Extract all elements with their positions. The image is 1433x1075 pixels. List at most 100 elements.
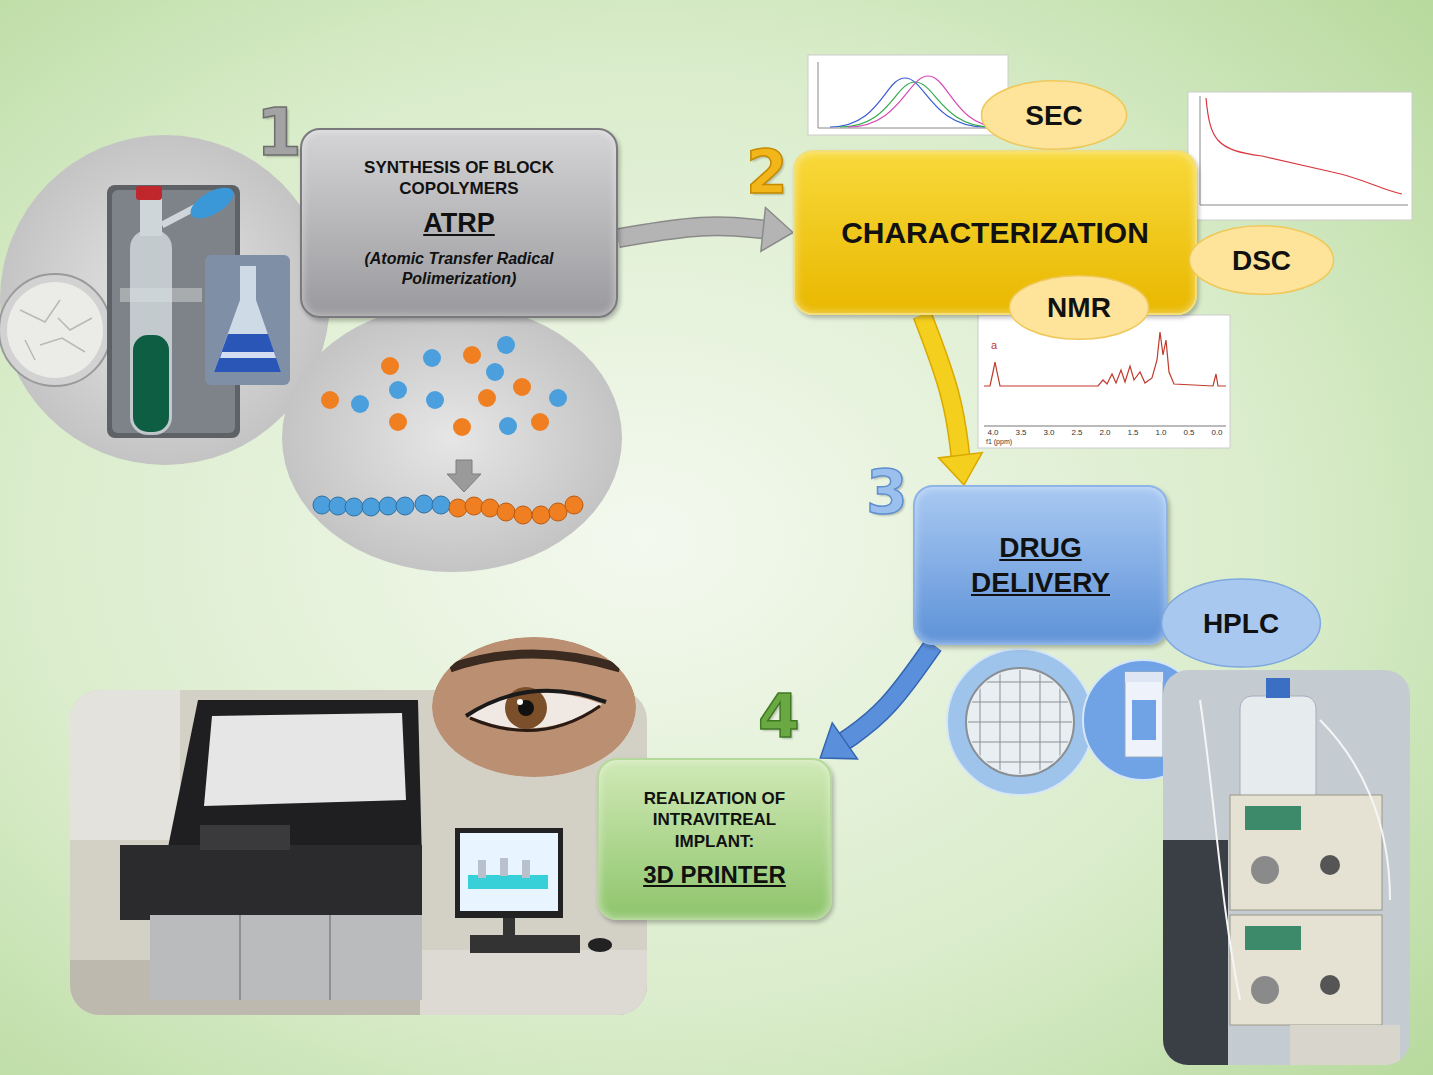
synthesis-illustration-part: [481, 499, 499, 517]
cuvette-photo-part: [1125, 672, 1163, 757]
synthesis-illustration-part: [396, 497, 414, 515]
process-box: DRUG DELIVERY: [913, 485, 1168, 645]
hplc-photo-part: [1163, 670, 1410, 1065]
synthesis-illustration-part: [497, 336, 515, 354]
node-title: DRUG DELIVERY: [951, 530, 1131, 600]
axis-tick: 1.0: [1155, 429, 1166, 437]
node-title: HPLC: [1203, 606, 1279, 641]
axis-tick: 0.0: [1211, 429, 1222, 437]
lab-photo-part: [460, 833, 558, 911]
peak-label: a: [991, 340, 997, 351]
axis-tick: 3.5: [1015, 429, 1026, 437]
reaction-arrow: [447, 460, 481, 492]
cuvette-photo-part: [1132, 700, 1156, 740]
axis-tick: 2.0: [1099, 429, 1110, 437]
hplc-photo-part: [1320, 975, 1340, 995]
synthesis-illustration-part: [549, 503, 567, 521]
eye-photo-part: [432, 637, 636, 777]
arrow-head: [820, 723, 857, 759]
synthesis-illustration-part: [351, 395, 369, 413]
arrow-head: [939, 453, 983, 485]
synthesis-illustration-part: [345, 498, 363, 516]
ellipse-shape: [981, 81, 1126, 150]
step-number: 2: [746, 142, 788, 202]
axis-tick: 2.5: [1071, 429, 1082, 437]
sec-chart-part: [848, 76, 1000, 127]
method-ellipse: DSC: [1188, 225, 1335, 295]
lab-photo-part: [420, 950, 647, 1015]
synthesis-illustration-part: [389, 381, 407, 399]
hplc-photo-part: [1320, 855, 1340, 875]
node-title: NMR: [1047, 290, 1111, 325]
hplc-photo: [1163, 670, 1410, 1065]
sec-chart-part: [808, 55, 1008, 135]
step-number: 4: [758, 686, 800, 746]
sec-chart-part: [818, 62, 1000, 128]
flow-arrow: [922, 315, 982, 485]
eye-photo-part: [518, 700, 534, 716]
dsc-chart: [1188, 92, 1412, 220]
lab-photo-part: [522, 860, 530, 878]
flow-arrow: [820, 645, 933, 759]
axis-tick: 4.0: [987, 429, 998, 437]
lab-photo-part: [200, 825, 290, 850]
lab-photo-part: [70, 690, 180, 840]
cuvette-photo-part: [1125, 672, 1163, 682]
synthesis-illustration-part: [20, 300, 92, 360]
lab-photo-part: [478, 860, 486, 878]
flow-arrow: [618, 207, 793, 251]
synthesis-illustration-part: [329, 497, 347, 515]
axis-title: f1 (ppm): [986, 438, 1012, 445]
lab-photo-part: [204, 713, 406, 806]
node-title: REALIZATION OF INTRAVITREAL IMPLANT:: [620, 788, 810, 852]
synthesis-illustration-part: [0, 274, 111, 386]
synthesis-illustration-part: [514, 506, 532, 524]
dsc-chart-part: [1206, 98, 1402, 194]
hplc-photo-part: [1200, 700, 1390, 1000]
hplc-photo-part: [1290, 1025, 1400, 1065]
synthesis-illustration-part: [565, 496, 583, 514]
synthesis-illustration-part: [478, 389, 496, 407]
hplc-photo-part: [1230, 795, 1382, 910]
synthesis-illustration-part: [465, 497, 483, 515]
arrow-shaft-outline: [922, 315, 960, 455]
arrow-shaft: [845, 645, 934, 741]
arrow-head: [761, 207, 793, 251]
filter-photo: [947, 649, 1093, 795]
eye-photo-part: [517, 699, 523, 705]
synthesis-illustration-part: [432, 496, 450, 514]
synthesis-illustration-part: [453, 418, 471, 436]
lab-photo-part: [150, 915, 422, 1000]
eye-photo-part: [466, 691, 606, 716]
synthesis-illustration-part: [186, 181, 239, 224]
hplc-photo-part: [1230, 915, 1382, 1025]
synthesis-illustration-part: [140, 196, 162, 236]
synthesis-illustration-part: [133, 335, 169, 432]
lab-photo-part: [588, 938, 612, 952]
synthesis-illustration-part: [381, 357, 399, 375]
filter-photo-part: [980, 660, 1060, 790]
bead-circle: [282, 304, 622, 572]
synthesis-illustration-part: [389, 413, 407, 431]
node-title: DSC: [1232, 243, 1291, 278]
node-text: (Atomic Transfer Radical Polimerization): [324, 249, 594, 289]
synthesis-illustration-part: [7, 282, 103, 378]
petri-dish: [0, 274, 111, 386]
synthesis-illustration-part: [415, 495, 433, 513]
ellipse-shape: [1189, 226, 1333, 295]
synthesis-illustration-part: [214, 334, 281, 372]
node-title: SEC: [1025, 98, 1083, 133]
step-number: 1: [256, 100, 302, 166]
lab-photo-part: [455, 828, 563, 918]
synthesis-illustration-part: [549, 389, 567, 407]
axis-tick: 1.5: [1127, 429, 1138, 437]
hplc-photo-part: [1251, 976, 1279, 1004]
hplc-photo-part: [1266, 678, 1290, 698]
synthesis-illustration-part: [463, 346, 481, 364]
synthesis-illustration-part: [379, 497, 397, 515]
node-text: ATRP: [423, 207, 495, 241]
synthesis-illustration-part: [426, 391, 444, 409]
synthesis-illustration-part: [531, 413, 549, 431]
